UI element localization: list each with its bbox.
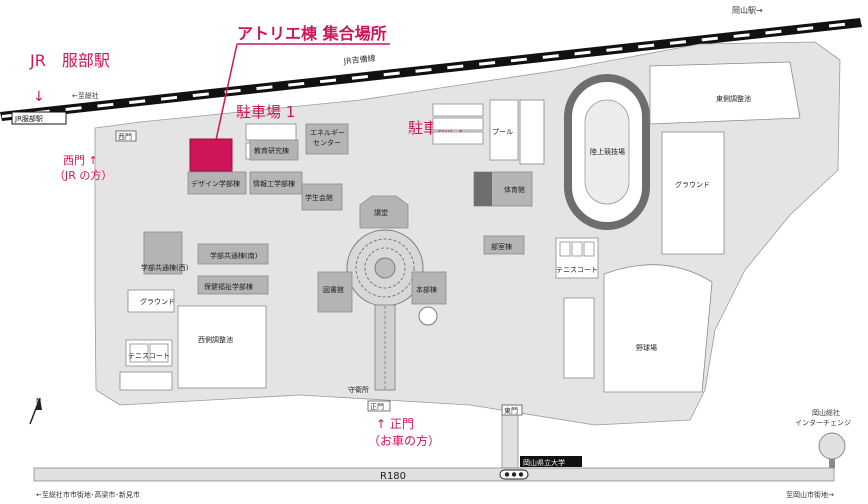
energy-center-label-1: エネルギー	[310, 129, 345, 137]
east-parking	[563, 297, 595, 379]
west-gate-note-2: （JR の方）	[54, 168, 112, 182]
joho-building-label: 情報工学部棟	[253, 179, 295, 188]
baseball-label: 野球場	[636, 343, 657, 352]
university-sign-box	[520, 456, 582, 467]
bukatsu-label: 部室棟	[491, 242, 512, 251]
atelier-callout: アトリエ棟 集合場所	[237, 24, 387, 43]
traffic-signal-lamp-3	[518, 472, 524, 477]
interchange-label-1: 岡山総社	[812, 408, 840, 417]
interchange-circle	[818, 432, 846, 460]
energy-center-building	[305, 123, 349, 155]
station-title: JR 服部駅	[29, 51, 110, 70]
honbu-roundabout	[418, 306, 438, 326]
main-gate-note-1: ↑ 正門	[376, 417, 414, 431]
pool	[489, 99, 519, 161]
atelier-callout-leader	[215, 43, 238, 141]
west-gate-sign: 西門	[118, 133, 132, 141]
west-gate-note-1: 西門 ↑	[63, 154, 98, 167]
east-pond	[649, 61, 801, 125]
gakusei-kaikan-building	[301, 183, 343, 211]
west-tennis-label: テニスコート	[128, 352, 170, 360]
route-180	[33, 467, 835, 482]
kodo-label: 講堂	[374, 208, 388, 217]
kyoiku-kenkyu-label: 教育研究棟	[254, 146, 289, 155]
gakusei-kaikan-label: 学生会館	[305, 193, 333, 202]
baseball-field	[603, 264, 713, 393]
circular-plaza	[346, 229, 424, 391]
road-left-direction: ←至総社市市街地･高梁市･新見市	[36, 490, 140, 499]
athletics-track	[564, 74, 650, 230]
route-180-label: R180	[380, 471, 406, 482]
station-sign-box	[11, 111, 67, 125]
east-tennis-label: テニスコート	[556, 266, 598, 274]
east-tennis-courts	[555, 237, 599, 279]
guard-house-label: 守衛所	[348, 385, 369, 394]
traffic-signal-lamp-1	[504, 472, 510, 477]
main-gate-sign: 正門	[370, 403, 384, 411]
east-gate-sign: 東門	[504, 406, 518, 415]
traffic-signal-lamp-2	[511, 472, 517, 477]
east-pond-label: 東側調整池	[716, 94, 751, 103]
kyotsu-nishi-label: 学部共通棟(西)	[141, 263, 189, 272]
kyotsu-minami-label: 学部共通棟(南)	[210, 251, 258, 260]
station-direction-soja: ←至総社	[72, 91, 99, 100]
kyoiku-kenkyu-building	[249, 139, 299, 161]
toshokan-building	[317, 271, 353, 313]
honbu-label: 本部棟	[416, 285, 437, 294]
station-sign: JR服部駅	[14, 114, 43, 123]
honbu-building	[411, 271, 447, 305]
north-arrow	[29, 397, 42, 425]
joho-building	[249, 171, 303, 195]
pool-label: プール	[492, 128, 513, 136]
hoken-label: 保健福祉学部棟	[204, 282, 253, 291]
kyotsu-minami-building	[197, 243, 269, 265]
design-building	[187, 171, 247, 195]
west-tennis-courts	[125, 339, 173, 367]
rikujo-label: 陸上競技場	[590, 147, 625, 156]
toshokan-label: 図書館	[323, 285, 344, 294]
west-parking	[119, 371, 173, 391]
bukatsu-building	[483, 235, 525, 255]
road-right-direction: 至岡山市街地→	[786, 490, 834, 499]
kyotsu-nishi-building	[143, 231, 183, 275]
railway-name: JR吉備線	[342, 53, 376, 66]
university-sign: 岡山県立大学	[523, 458, 565, 467]
interchange-label-2: インターチェンジ	[795, 418, 851, 427]
station-arrow: ↓	[33, 89, 45, 105]
west-pond	[177, 305, 267, 389]
parking-1-label: 駐車場 1	[236, 103, 295, 121]
west-ground-label: グラウンド	[140, 297, 175, 306]
taiikukan-label: 体育館	[504, 185, 525, 194]
east-access-road	[501, 411, 519, 469]
east-ground-label: グラウンド	[675, 180, 710, 189]
west-ground	[127, 289, 175, 313]
okayama-station-direction: 岡山駅→	[732, 5, 763, 15]
east-ground	[661, 131, 725, 255]
taiikukan-annex	[474, 172, 492, 206]
railway-line	[0, 18, 862, 121]
east-gate-sign-box	[501, 404, 523, 416]
west-gate-sign-box	[115, 130, 137, 142]
north-label: N	[36, 397, 41, 405]
west-pond-label: 西側調整池	[198, 335, 233, 344]
parking-lot-2	[432, 99, 545, 165]
main-gate-note-2: （お車の方）	[368, 433, 440, 448]
main-gate-sign-box	[367, 400, 391, 412]
atelier-building	[189, 138, 233, 172]
kodo-building	[359, 195, 409, 229]
hoken-building	[197, 275, 269, 295]
energy-center-label-2: センター	[313, 138, 341, 147]
design-building-label: デザイン学部棟	[191, 179, 240, 188]
